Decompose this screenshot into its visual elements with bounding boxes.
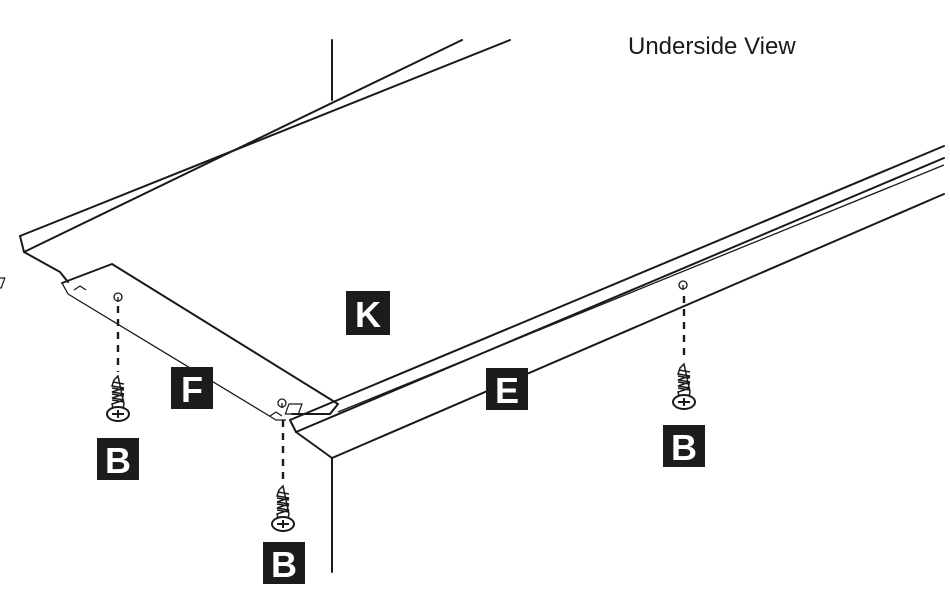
label-screw-b-middle-text: B [271, 544, 297, 585]
label-screw-b-right: B [663, 425, 705, 468]
label-panel-k: K [346, 291, 390, 335]
view-title: Underside View [628, 33, 796, 60]
screw-icon [106, 374, 130, 422]
screw-icon [271, 484, 295, 532]
label-screw-b-left: B [97, 438, 139, 481]
panel-k-outline [19, 39, 945, 459]
label-front-rail-e: E [486, 368, 528, 411]
label-screw-b-middle: B [263, 542, 305, 585]
screw-hole-right [678, 280, 688, 290]
label-side-rail-f: F [171, 367, 213, 410]
label-front-rail-e-text: E [495, 370, 519, 411]
label-side-rail-f-text: F [181, 369, 203, 410]
screw-icon [672, 362, 696, 410]
screw-hole-middle [277, 398, 287, 408]
side-rail-f [0, 263, 339, 421]
screw-hole-left [113, 292, 123, 302]
label-panel-k-text: K [355, 294, 381, 335]
label-screw-b-left-text: B [105, 440, 131, 481]
label-screw-b-right-text: B [671, 427, 697, 468]
